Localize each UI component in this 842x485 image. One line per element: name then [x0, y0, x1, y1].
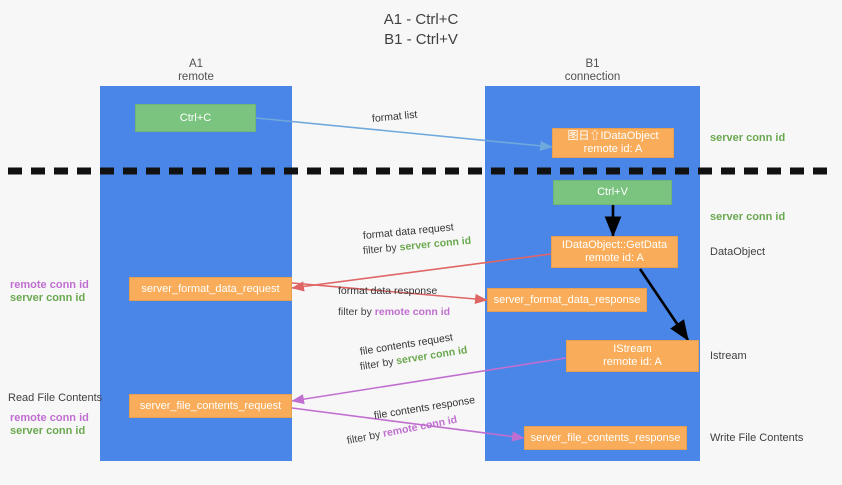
- box-istream[interactable]: IStream remote id: A: [566, 340, 699, 372]
- box-fmt-req-label: server_format_data_request: [141, 282, 280, 295]
- label-format-data-request: format data request filter by server con…: [362, 221, 471, 258]
- box-server-file-contents-response[interactable]: server_file_contents_response: [524, 426, 687, 450]
- left-label-mid-conn-ids: remote conn id server conn id: [10, 279, 89, 305]
- label-fmt-req-prefix: filter by: [362, 241, 401, 257]
- box-idataobject[interactable]: 图⽇⇧IDataObject remote id: A: [552, 128, 674, 158]
- lane-header-a1: A1 remote: [100, 58, 292, 84]
- label-fmt-resp-prefix: filter by: [338, 306, 375, 318]
- arrow-format-list: [255, 117, 553, 151]
- box-ctrl-c-label: Ctrl+C: [179, 111, 212, 124]
- arrow-file-contents-request: [291, 357, 567, 405]
- lane-header-a1-sub: remote: [178, 71, 214, 83]
- label-file-contents-request: file contents request filter by server c…: [359, 331, 469, 374]
- label-fmt-resp-line1: format data response: [338, 285, 438, 297]
- lane-header-b1-sub: connection: [564, 71, 621, 83]
- box-server-format-data-request[interactable]: server_format_data_request: [129, 277, 292, 301]
- box-idataobject-line2: remote id: A: [583, 143, 643, 155]
- box-ctrl-v[interactable]: Ctrl+V: [553, 180, 672, 205]
- box-ctrl-v-label: Ctrl+V: [597, 186, 628, 198]
- arrow-file-contents-response: [291, 407, 525, 442]
- label-fmt-resp-line2: filter by remote conn id: [338, 305, 450, 319]
- right-label-server-conn-id-2: server conn id: [710, 211, 786, 223]
- arrow-format-data-request: [291, 253, 552, 292]
- left-label-mid-server: server conn id: [10, 292, 86, 304]
- left-label-low-remote: remote conn id: [10, 412, 89, 424]
- box-ctrl-c[interactable]: Ctrl+C: [135, 104, 256, 132]
- box-server-format-data-response[interactable]: server_format_data_response: [487, 288, 647, 312]
- dashed-divider: [8, 167, 834, 175]
- left-label-mid-remote: remote conn id: [10, 279, 89, 291]
- lane-header-b1: B1 connection: [485, 58, 700, 84]
- arrow-format-data-response: [291, 282, 488, 305]
- right-label-istream: Istream: [710, 350, 747, 362]
- box-istream-line2: remote id: A: [603, 356, 662, 368]
- lane-header-a1-name: A1: [188, 58, 204, 70]
- box-fmt-resp-label: server_format_data_response: [493, 293, 641, 306]
- arrow-getdata-to-istream: [638, 268, 690, 342]
- box-file-resp-label: server_file_contents_response: [530, 431, 681, 444]
- right-label-write-file-contents: Write File Contents: [710, 432, 804, 444]
- box-file-req-label: server_file_contents_request: [139, 399, 282, 412]
- box-getdata-line1: IDataObject::GetData: [561, 239, 668, 251]
- right-label-server-conn-id-1: server conn id: [710, 132, 786, 144]
- left-label-read-file-contents: Read File Contents: [8, 392, 103, 404]
- left-label-low-server: server conn id: [10, 425, 86, 437]
- lane-header-b1-name: B1: [585, 58, 600, 70]
- label-format-data-response: format data response filter by remote co…: [338, 284, 450, 319]
- page-title: A1 - Ctrl+C B1 - Ctrl+V: [383, 11, 459, 48]
- left-label-low-conn-ids: remote conn id server conn id: [10, 412, 89, 438]
- box-getdata-line2: remote id: A: [585, 252, 644, 264]
- box-server-file-contents-request[interactable]: server_file_contents_request: [129, 394, 292, 418]
- box-istream-line1: IStream: [613, 343, 652, 355]
- box-idataobject-getdata[interactable]: IDataObject::GetData remote id: A: [551, 236, 678, 268]
- right-label-dataobject: DataObject: [710, 246, 766, 258]
- box-idataobject-line1: 图⽇⇧IDataObject: [567, 130, 659, 142]
- label-fmt-resp-key: remote conn id: [374, 306, 451, 318]
